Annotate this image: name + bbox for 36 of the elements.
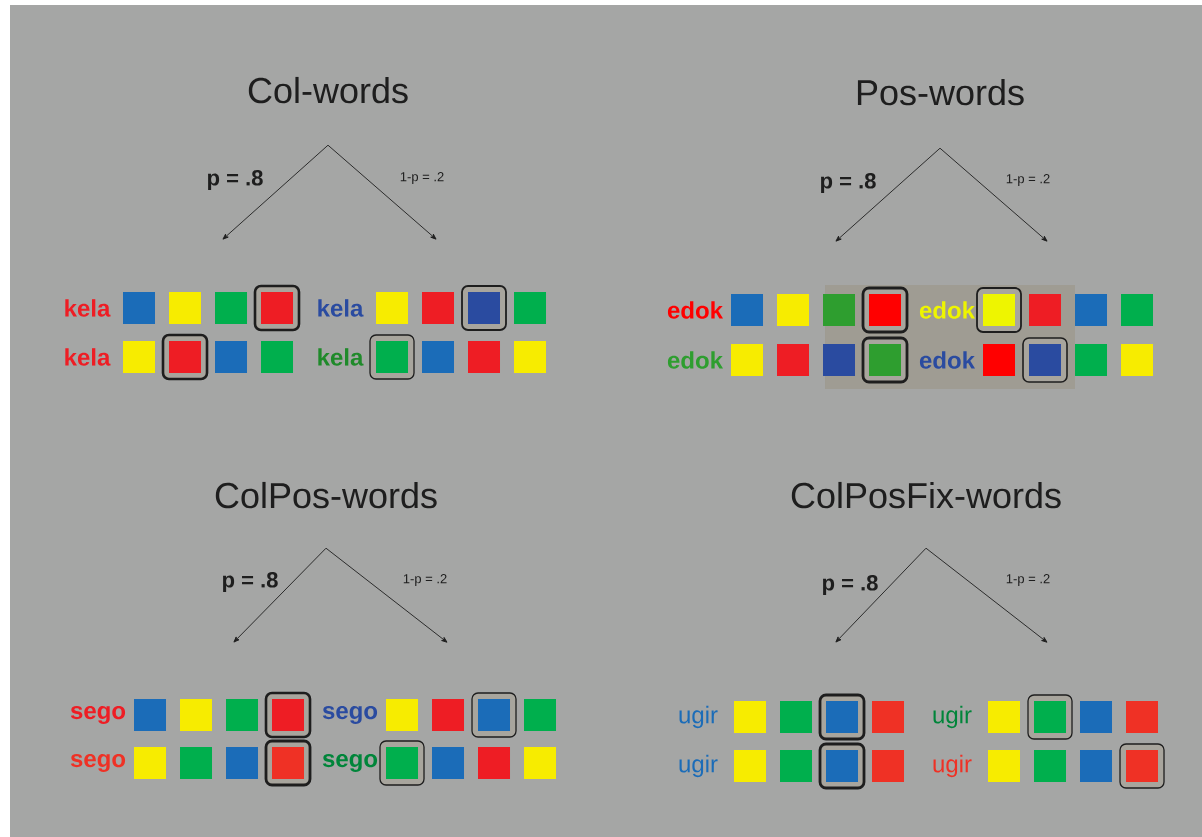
edge-label: p = .8 bbox=[208, 170, 263, 190]
arrow bbox=[925, 547, 1048, 643]
word-label: kela bbox=[65, 299, 111, 317]
panel-title: Col-words bbox=[248, 76, 408, 104]
word-label: sego bbox=[70, 706, 126, 724]
arrow bbox=[835, 547, 927, 643]
word-label: ugir bbox=[933, 705, 972, 729]
word-label: sego bbox=[70, 754, 126, 772]
edge-label: 1-p = .2 bbox=[400, 172, 444, 184]
word-label: kela bbox=[65, 348, 111, 366]
word-label: edok bbox=[667, 351, 724, 369]
panel-title: ColPosFix-words bbox=[791, 481, 1061, 509]
panel-title: ColPos-words bbox=[215, 481, 437, 509]
arrow bbox=[222, 144, 329, 240]
arrow bbox=[233, 547, 327, 643]
edge-label: 1-p = .2 bbox=[1006, 574, 1050, 586]
edge-label: p = .8 bbox=[821, 173, 876, 193]
arrow bbox=[325, 547, 448, 643]
edge-label: p = .8 bbox=[223, 572, 278, 592]
word-label: sego bbox=[322, 754, 378, 772]
arrow bbox=[939, 147, 1048, 242]
edge-label: p = .8 bbox=[823, 575, 878, 595]
word-label: edok bbox=[667, 301, 724, 319]
word-label: edok bbox=[919, 351, 976, 369]
arrow bbox=[835, 147, 941, 242]
arrow bbox=[327, 144, 437, 240]
panel-title: Pos-words bbox=[857, 78, 1024, 106]
edge-label: 1-p = .2 bbox=[1006, 174, 1050, 186]
word-label: ugir bbox=[933, 754, 972, 778]
word-label: edok bbox=[919, 301, 976, 319]
word-label: sego bbox=[322, 706, 378, 724]
word-label: kela bbox=[318, 348, 364, 366]
word-label: kela bbox=[318, 299, 364, 317]
word-label: ugir bbox=[679, 705, 718, 729]
word-label: ugir bbox=[679, 754, 718, 778]
edge-label: 1-p = .2 bbox=[403, 574, 447, 586]
